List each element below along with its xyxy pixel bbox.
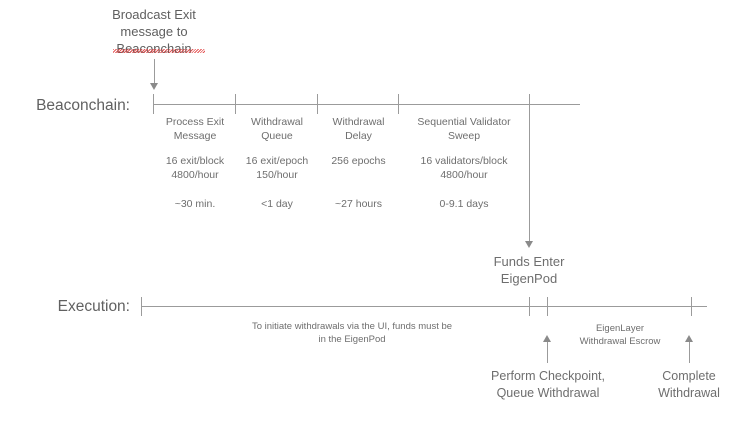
beaconchain-axis xyxy=(153,104,580,105)
execution-event-label-complete: Complete Withdrawal xyxy=(658,369,720,400)
funds-transfer-arrow-shaft xyxy=(529,110,530,244)
broadcast-arrow-head xyxy=(150,83,158,90)
funds-transfer-arrow-head xyxy=(525,241,533,248)
phase-rate-withdrawal-delay: 256 epochs xyxy=(331,155,386,167)
phase-rate-withdrawal-queue: 16 exit/epoch 150/hour xyxy=(245,155,309,181)
beaconchain-tick-2 xyxy=(317,94,318,114)
phase-title-sequential-validator-sweep: Sequential Validator Sweep xyxy=(417,116,511,142)
phase-duration-sequential-validator-sweep: 0-9.1 days xyxy=(439,198,489,210)
execution-axis xyxy=(141,306,707,307)
spellcheck-underline-beaconchain xyxy=(113,49,205,53)
execution-event-label-checkpoint: Perform Checkpoint, Queue Withdrawal xyxy=(491,369,605,400)
checkpoint-arrow-shaft xyxy=(547,340,548,363)
phase-duration-withdrawal-queue: <1 day xyxy=(261,198,293,210)
lane-label-execution: Execution: xyxy=(57,298,130,315)
phase-rate-sequential-validator-sweep: 16 validators/block 4800/hour xyxy=(420,155,508,181)
execution-tick-checkpoint xyxy=(547,297,548,316)
complete-withdrawal-arrow-shaft xyxy=(689,340,690,363)
beaconchain-tick-1 xyxy=(235,94,236,114)
funds-enter-eigenpod-label: Funds Enter EigenPod xyxy=(493,254,565,287)
phase-title-process-exit-message: Process Exit Message xyxy=(165,116,225,142)
execution-tick-complete xyxy=(691,297,692,316)
phase-duration-process-exit-message: ~30 min. xyxy=(174,198,216,210)
lane-label-beaconchain: Beaconchain: xyxy=(36,97,130,114)
execution-ui-note: To initiate withdrawals via the UI, fund… xyxy=(251,321,453,345)
phase-title-withdrawal-delay: Withdrawal Delay xyxy=(332,116,385,142)
beaconchain-tick-3 xyxy=(398,94,399,114)
execution-tick-start xyxy=(141,297,142,316)
phase-duration-withdrawal-delay: ~27 hours xyxy=(335,198,382,210)
phase-rate-process-exit-message: 16 exit/block 4800/hour xyxy=(165,155,225,181)
complete-withdrawal-arrow-head xyxy=(685,335,693,342)
checkpoint-arrow-head xyxy=(543,335,551,342)
execution-tick-funds-in-pod xyxy=(529,297,530,316)
beaconchain-tick-4 xyxy=(529,94,530,114)
eigenlayer-withdrawal-escrow-label: EigenLayer Withdrawal Escrow xyxy=(579,323,661,347)
phase-title-withdrawal-queue: Withdrawal Queue xyxy=(251,116,303,142)
beaconchain-tick-0 xyxy=(153,94,154,114)
broadcast-arrow-shaft xyxy=(154,59,155,85)
